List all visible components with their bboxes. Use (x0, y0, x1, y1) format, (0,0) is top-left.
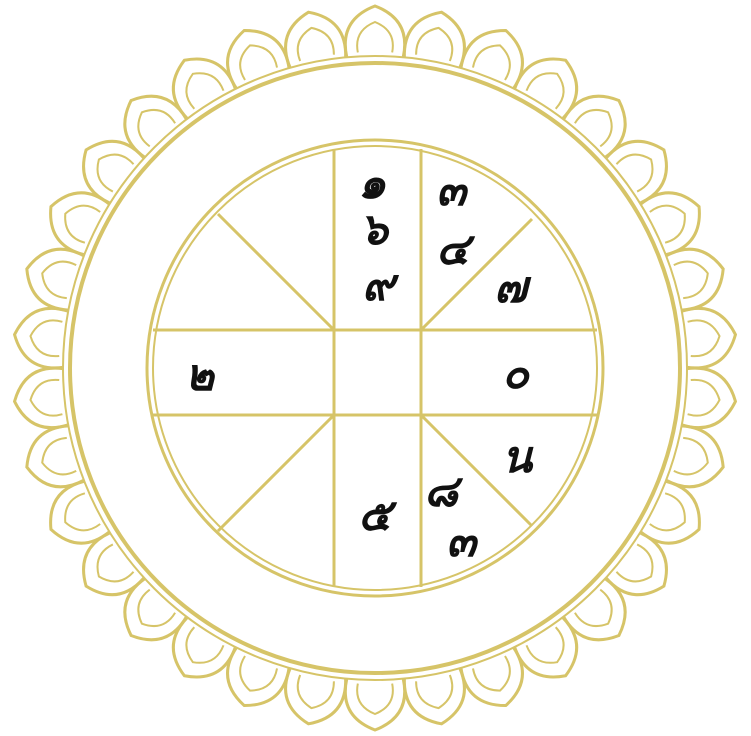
lotus-petal-inner (357, 22, 393, 52)
lotus-petal-inner (30, 380, 62, 416)
lotus-petal-inner (416, 675, 452, 708)
lotus-petal-inner (357, 684, 393, 714)
lotus-petal-inner (298, 28, 334, 61)
lotus-petal-inner (650, 206, 685, 243)
lotus-petal-inner (416, 28, 452, 61)
lotus-petal-inner (65, 493, 100, 530)
lotus-petal-inner (473, 656, 510, 691)
lotus-petal-inner (674, 438, 708, 475)
lotus-petal-inner (298, 675, 334, 708)
lotus-petal (404, 12, 464, 68)
glyph-left-1: ๒ (185, 350, 216, 401)
lotus-petal-inner (240, 656, 277, 691)
glyph-top-center-2: ๖ (360, 204, 390, 255)
glyph-bottom-right-lower-2: ๓ (446, 516, 479, 567)
lotus-petal-inner (42, 438, 76, 475)
lotus-petal (15, 308, 69, 368)
lotus-petal-inner (688, 320, 720, 356)
lotus-petal (286, 12, 346, 68)
lotus-petal-inner (186, 627, 223, 663)
lotus-petal-inner (527, 627, 564, 663)
lotus-petal (682, 368, 736, 428)
lotus-petal-inner (473, 45, 510, 80)
glyph-right-1: ๐ (502, 348, 531, 399)
lotus-petal-inner (30, 320, 62, 356)
glyph-bottom-right-upper-1: น (502, 432, 534, 483)
glyph-top-right-upper-1: ๓ (436, 165, 469, 216)
lotus-petal-inner (65, 206, 100, 243)
lotus-petal-inner (186, 73, 223, 109)
outer-ring (70, 63, 680, 673)
lotus-petal (286, 668, 346, 724)
glyph-top-center-1: ๑ (358, 158, 386, 209)
lotus-petal (682, 308, 736, 368)
lotus-petal-inner (527, 73, 564, 109)
glyph-top-right-lower-1: ๗ (494, 262, 532, 313)
lotus-petal-inner (688, 380, 720, 416)
lotus-petal (345, 6, 404, 57)
lotus-petal-inner (674, 262, 708, 299)
lotus-petal (15, 368, 69, 428)
lotus-petal-inner (240, 45, 277, 80)
lotus-petal-inner (42, 262, 76, 299)
lotus-petal-inner (650, 493, 685, 530)
lotus-petal (345, 679, 404, 730)
lotus-petal (404, 668, 464, 724)
